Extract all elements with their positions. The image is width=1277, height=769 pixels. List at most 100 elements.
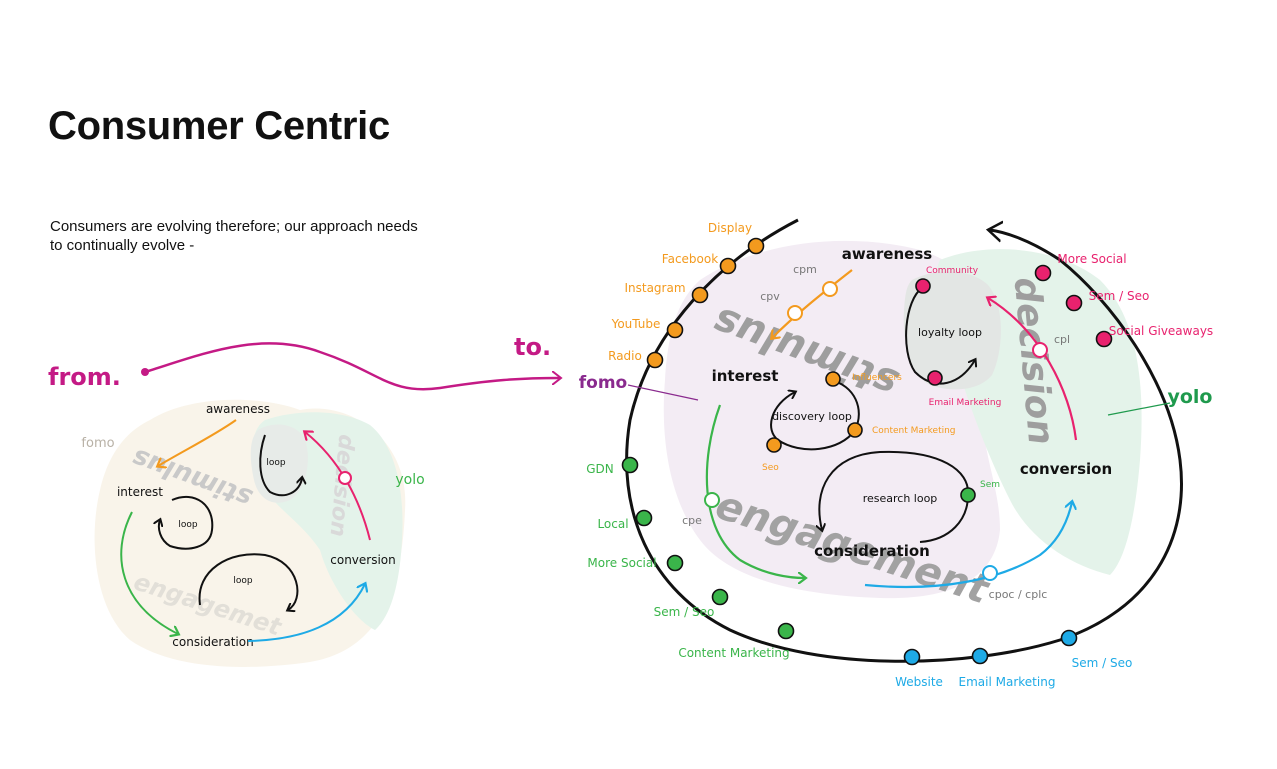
loyalty-loop-label: loyalty loop [918,326,982,339]
channel-label: Sem / Seo [1089,289,1150,303]
channel-label: More Social [587,556,656,570]
left-model: stimulus engagemet decision awareness in… [81,399,425,667]
from-label: from. [48,363,121,391]
channel-node [691,286,709,304]
content-marketing-inner-node [847,422,863,438]
channel-node [1065,294,1083,312]
cpe-node [704,492,720,508]
community-node [915,278,931,294]
cpv-label: cpv [760,290,780,303]
channel-label: Content Marketing [678,646,789,660]
yolo-leader [1107,402,1171,416]
left-green-arrow [120,511,178,634]
research-loop [819,450,970,530]
channel-node [666,554,684,572]
channel-node [666,321,684,339]
channel-node [621,456,639,474]
discovery-loop-label: discovery loop [772,410,852,423]
left-loop-2 [198,553,299,610]
channel-node [719,257,737,275]
influencers-label: Influencers [852,373,902,383]
channel-label: GDN [586,462,614,476]
community-label: Community [926,266,979,276]
green-channels: GDN Local More Social Sem / Seo Content … [586,456,795,660]
right-conversion-label: conversion [1020,460,1112,478]
seo-inner-label: Seo [762,463,779,473]
right-interest-label: interest [712,367,779,385]
page-title: Consumer Centric [48,104,390,148]
right-blue-arrow [864,502,1072,589]
channel-node [1095,330,1113,348]
channel-label: Email Marketing [959,675,1056,689]
cpl-node [1032,342,1048,358]
channel-node [646,351,664,369]
cpm-label: cpm [793,263,817,276]
left-consideration-label: consideration [172,635,253,649]
channel-label: Instagram [624,281,685,295]
transition: from. to. [48,333,560,391]
research-loop-label: research loop [863,492,938,505]
channel-node [971,647,989,665]
channel-node [747,237,765,255]
fomo-leader [627,384,699,401]
page-subtitle: Consumers are evolving therefore; our ap… [50,218,418,254]
cpl-label: cpl [1054,333,1070,346]
left-blue-arrow [247,584,365,642]
channel-label: More Social [1057,252,1126,266]
seo-inner-node [766,437,782,453]
right-green-arrow [705,404,805,578]
loyalty-loop [905,287,975,385]
cpoc-node [982,565,998,581]
right-model: stimulus engagement decision awareness i… [579,218,1213,689]
right-orange-arrow [772,269,853,338]
left-loop-3 [259,434,302,497]
to-label: to. [514,333,551,361]
channel-node [635,509,653,527]
sem-inner-label: Sem [980,480,1000,490]
cpm-node [822,281,838,297]
left-yolo-label: yolo [395,472,424,488]
cpv-node [787,305,803,321]
right-yolo-label: yolo [1167,386,1212,408]
orange-channels: Display Facebook Instagram YouTube Radio [608,221,765,369]
pink-channels: More Social Sem / Seo Social Giveaways [1034,252,1213,348]
right-awareness-label: awareness [842,245,932,263]
channel-label: Display [708,221,752,235]
channel-label: Social Giveaways [1109,324,1213,338]
transition-arrow [144,342,560,391]
left-orange-arrow [158,419,237,466]
sem-inner-node [960,487,976,503]
right-consideration-label: consideration [814,542,930,560]
channel-label: YouTube [611,317,661,331]
channel-label: Sem / Seo [1072,656,1133,670]
content-marketing-inner-label: Content Marketing [872,426,956,436]
left-fomo-label: fomo [81,436,114,451]
left-decision-node [338,471,352,485]
left-interest-label: interest [117,485,163,499]
channel-node [903,648,921,666]
channel-label: Radio [608,349,642,363]
channel-label: Facebook [662,252,718,266]
channel-label: Local [597,517,628,531]
cpe-label: cpe [682,514,702,527]
right-fomo-label: fomo [579,373,627,393]
email-marketing-inner-node [927,370,943,386]
influencers-node [825,371,841,387]
channel-node [1034,264,1052,282]
channel-label: Sem / Seo [654,605,715,619]
left-loop-1 [159,495,214,550]
channel-node [711,588,729,606]
blue-channels: Website Email Marketing Sem / Seo [895,629,1133,689]
right-pink-arrow [988,298,1078,441]
discovery-loop [770,379,860,451]
channel-label: Website [895,675,943,689]
left-awareness-label: awareness [206,402,270,416]
email-marketing-inner-label: Email Marketing [929,398,1002,408]
channel-node [1060,629,1078,647]
left-loop-1-label: loop [178,520,198,530]
left-loop-2-label: loop [233,576,253,586]
cpoc-label: cpoc / cplc [989,588,1048,601]
channel-node [777,622,795,640]
left-conversion-label: conversion [330,553,396,567]
